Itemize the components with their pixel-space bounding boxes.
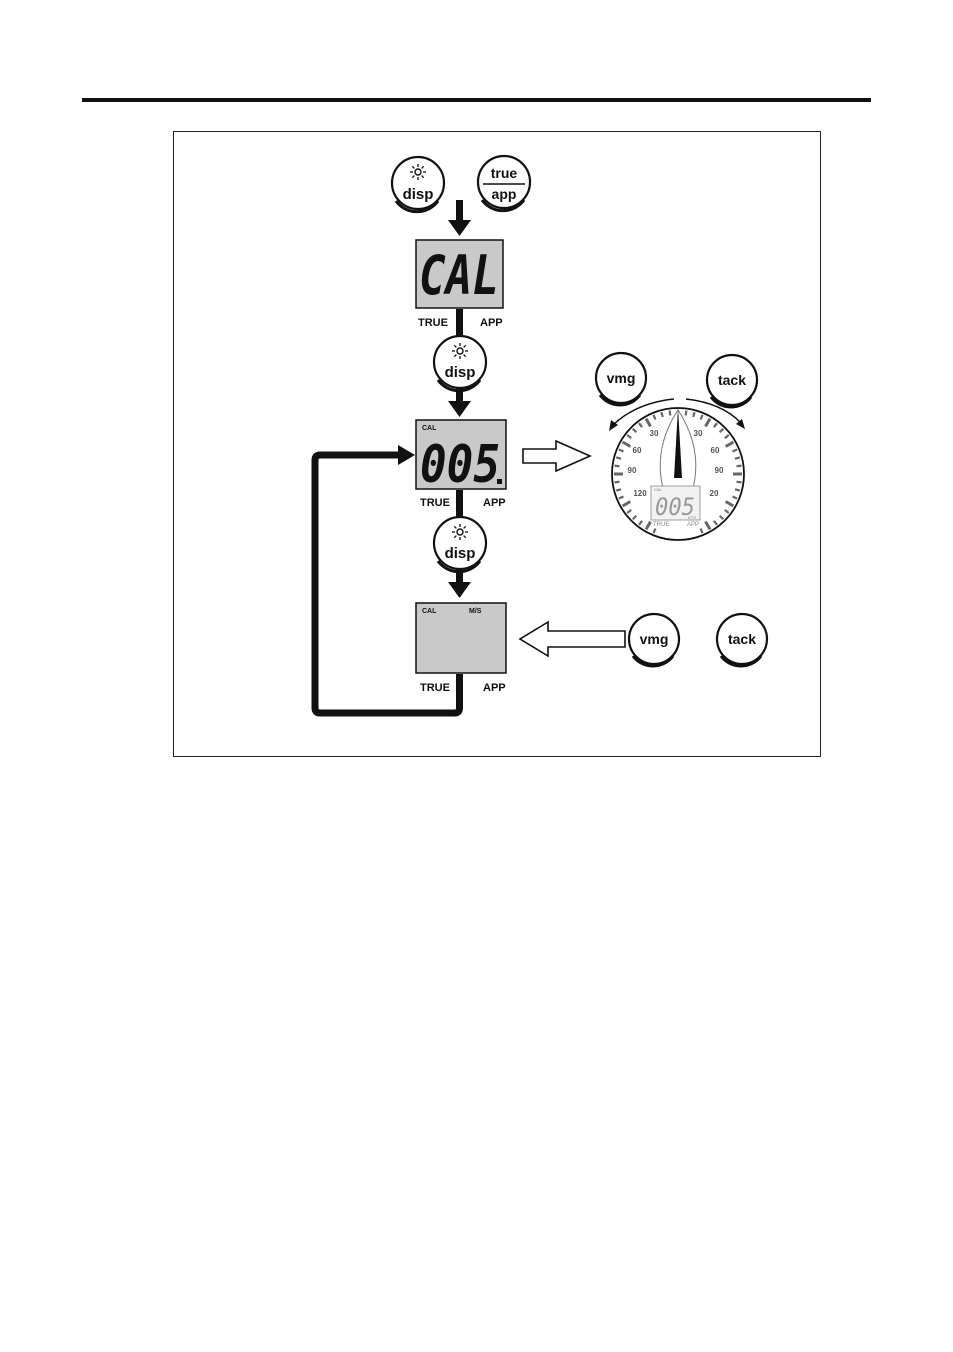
disp-button-bottom[interactable]: disp bbox=[434, 517, 486, 572]
gauge-tick bbox=[616, 457, 621, 458]
disp-button-label: disp bbox=[445, 545, 476, 562]
gauge-tick bbox=[735, 457, 740, 458]
vmg-button-label: vmg bbox=[640, 631, 669, 647]
lcd3-cal-indicator: CAL bbox=[422, 608, 437, 615]
lcd-value-display: CAL 005 bbox=[416, 420, 506, 495]
disp-button-top[interactable]: disp bbox=[392, 157, 444, 212]
gauge-tick bbox=[616, 489, 621, 490]
lcd-cal-display: CAL bbox=[416, 240, 503, 308]
hollow-arrow-right bbox=[523, 441, 590, 471]
scale-left-90: 90 bbox=[628, 466, 637, 475]
scale-left-120: 120 bbox=[633, 489, 647, 498]
lcd2-true-label: TRUE bbox=[420, 497, 450, 509]
mini-lcd-true: TRUE bbox=[653, 522, 669, 528]
lcd1-app-label: APP bbox=[480, 317, 503, 329]
mini-lcd-unit: KTS bbox=[688, 515, 696, 520]
tack-button-label: tack bbox=[718, 372, 746, 388]
flow-arrow-2 bbox=[448, 388, 471, 417]
lcd3-true-label: TRUE bbox=[420, 682, 450, 694]
gauge-tick bbox=[670, 411, 671, 416]
true-button-label: true bbox=[491, 165, 518, 181]
lcd3-unit-indicator: M/S bbox=[469, 608, 482, 615]
gauge-tick bbox=[693, 412, 694, 417]
gauge-tick bbox=[661, 412, 662, 417]
true-app-button[interactable]: true app bbox=[478, 156, 530, 211]
tack-button-top[interactable]: tack bbox=[707, 355, 757, 407]
loop-back-arrowhead bbox=[398, 445, 415, 465]
tack-button-bottom[interactable]: tack bbox=[717, 614, 767, 666]
wind-gauge: 30 60 90 120 30 60 90 20 CAL 005 KTS TRU… bbox=[612, 408, 744, 540]
lcd3-app-label: APP bbox=[483, 682, 506, 694]
scale-right-90: 90 bbox=[715, 466, 724, 475]
gauge-tick bbox=[615, 466, 620, 467]
disp-button-label: disp bbox=[445, 364, 476, 381]
scale-left-30: 30 bbox=[650, 429, 659, 438]
gauge-mini-lcd: CAL 005 KTS bbox=[651, 486, 700, 521]
lcd2-cal-indicator: CAL bbox=[422, 425, 437, 432]
gauge-tick bbox=[615, 482, 620, 483]
scale-right-60: 60 bbox=[711, 446, 720, 455]
vmg-button-label: vmg bbox=[607, 370, 636, 386]
lcd-units-display: CAL M/S bbox=[416, 603, 506, 673]
vmg-button-bottom[interactable]: vmg bbox=[629, 614, 679, 666]
disp-button-label: disp bbox=[403, 186, 434, 203]
decimal-point bbox=[497, 479, 502, 484]
flow-arrow-1 bbox=[448, 200, 471, 236]
disp-button-middle[interactable]: disp bbox=[434, 336, 486, 391]
hollow-arrow-left bbox=[520, 622, 625, 656]
app-button-label: app bbox=[492, 186, 517, 202]
scale-right-30: 30 bbox=[694, 429, 703, 438]
flow-arrow-3 bbox=[448, 569, 471, 598]
scale-left-60: 60 bbox=[633, 446, 642, 455]
gauge-tick bbox=[736, 466, 741, 467]
gauge-tick bbox=[686, 411, 687, 416]
scale-right-20: 20 bbox=[710, 489, 719, 498]
mini-lcd-app: APP bbox=[687, 522, 699, 528]
gauge-tick bbox=[736, 482, 741, 483]
lcd1-true-label: TRUE bbox=[418, 317, 448, 329]
tack-button-label: tack bbox=[728, 631, 756, 647]
vmg-button-top[interactable]: vmg bbox=[596, 353, 646, 405]
lcd-cal-text: CAL bbox=[419, 244, 499, 307]
gauge-tick bbox=[735, 489, 740, 490]
mini-lcd-indicator: CAL bbox=[654, 487, 663, 492]
lcd2-app-label: APP bbox=[483, 497, 506, 509]
lcd2-value: 005 bbox=[420, 435, 500, 495]
